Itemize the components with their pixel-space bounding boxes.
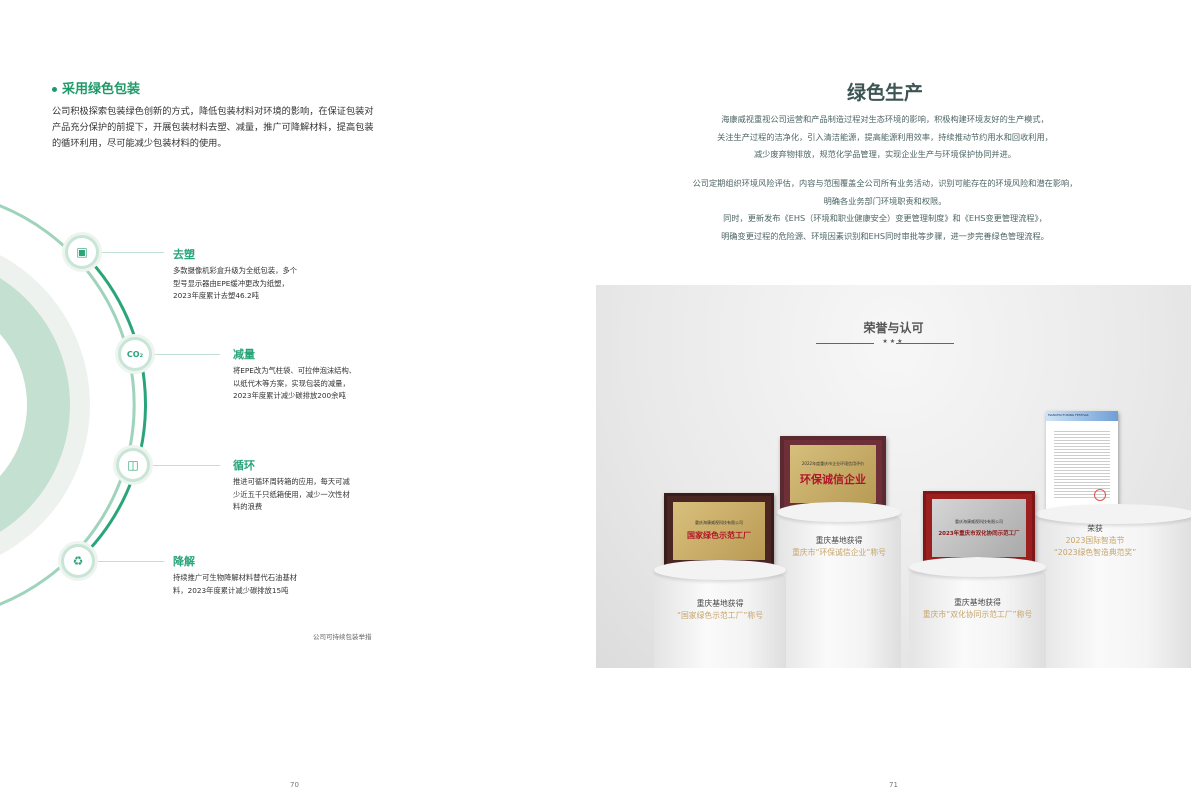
para-line: 海康威视重视公司运营和产品制造过程对生态环境的影响，积极构建环境友好的生产模式， bbox=[721, 114, 1049, 124]
item-reduce: 减量 将EPE改为气柱袋、可拉伸泡沫结构、以纸代木等方案，实现包装的减量，202… bbox=[233, 346, 358, 403]
award-line2: 2023国际智造节 bbox=[1065, 536, 1125, 545]
page-number-left: 70 bbox=[290, 781, 299, 789]
divider-left bbox=[816, 343, 874, 344]
outer-arc-dark bbox=[76, 250, 147, 563]
inner-white bbox=[0, 333, 27, 477]
item-title: 减量 bbox=[233, 348, 255, 361]
intro-paragraph: 公司积极探索包装绿色创新的方式，降低包装材料对环境的影响，在保证包装对产品充分保… bbox=[52, 106, 374, 149]
plaque-green-factory: 重庆海康威视科技有限公司 国家绿色示范工厂 bbox=[664, 493, 774, 569]
plaque-title: 2023年重庆市双化协同示范工厂 bbox=[938, 530, 1020, 537]
recycle-box-icon: ◫ bbox=[119, 451, 147, 479]
section-title-text: 采用绿色包装 bbox=[62, 82, 141, 97]
page-number-right: 71 bbox=[889, 781, 898, 789]
node-degrade: ♻ bbox=[58, 541, 98, 581]
award-label: 重庆基地获得重庆市“环保诚信企业”称号 bbox=[777, 535, 901, 559]
award-line1: 重庆基地获得 bbox=[815, 536, 863, 545]
award-line3: “2023绿色智造典范奖” bbox=[1053, 548, 1137, 557]
award-line1: 重庆基地获得 bbox=[696, 599, 744, 608]
node-reduce: CO₂ bbox=[115, 334, 155, 374]
para-line: 关注生产过程的洁净化，引入清洁能源，提高能源利用效率，持续推动节约用水和回收利用… bbox=[717, 131, 1053, 142]
item-title: 去塑 bbox=[173, 248, 195, 261]
item-text: 将EPE改为气柱袋、可拉伸泡沫结构、以纸代木等方案，实现包装的减量，2023年度… bbox=[233, 366, 357, 400]
plaque-org: 2022年度重庆市企业环境信用评价 bbox=[801, 460, 865, 466]
connector-line bbox=[98, 561, 164, 562]
para-line: 减少废弃物排放，规范化学品管理，实现企业生产与环境保护协同并进。 bbox=[753, 149, 1016, 159]
award-label: 荣获 2023国际智造节 “2023绿色智造典范奖” bbox=[1015, 523, 1175, 559]
award-label: 重庆基地获得 “国家绿色示范工厂”称号 bbox=[654, 598, 786, 622]
para-line: 明确变更过程的危险源、环境因素识别和EHS同时审批等步骤，进一步完善绿色管理流程… bbox=[721, 230, 1049, 241]
certificate-seal bbox=[1094, 489, 1106, 501]
recycle-icon: ♻ bbox=[64, 547, 92, 575]
award-line1: 荣获 bbox=[1087, 524, 1103, 533]
connector-line bbox=[153, 465, 220, 466]
award-line1: 重庆基地获得 bbox=[954, 598, 1001, 607]
paragraph-2: 公司定期组织环境风险评估，内容与范围覆盖全公司所有业务活动，识别可能存在的环境风… bbox=[620, 175, 1150, 245]
bullet-dot bbox=[52, 87, 57, 92]
para-line: 公司定期组织环境风险评估，内容与范围覆盖全公司所有业务活动，识别可能存在的环境风… bbox=[692, 178, 1078, 188]
podium-4: 荣获 2023国际智造节 “2023绿色智造典范奖” bbox=[1035, 504, 1191, 668]
item-title: 降解 bbox=[173, 555, 195, 568]
honors-photo: 荣誉与认可 ★★★ 2022年度重庆市企业环境信用评价 环保诚信企业 MANUF… bbox=[596, 285, 1191, 668]
award-label: 重庆基地获得重庆市“双化协同示范工厂”称号 bbox=[909, 597, 1046, 621]
item-text: 多款摄像机彩盒升级为全纸包装，多个型号显示器由EPE缓冲更改为纸塑，2023年度… bbox=[173, 266, 298, 300]
divider-right bbox=[896, 343, 954, 344]
stars-ornament: ★★★ bbox=[882, 338, 905, 345]
plaque-title: 环保诚信企业 bbox=[799, 472, 866, 486]
para-line: 明确各业务部门环境职责和权限。 bbox=[823, 195, 947, 206]
para-line: 同时，更新发布《EHS（环境和职业健康安全）变更管理制度》和《EHS变更管理流程… bbox=[723, 213, 1047, 223]
plaque-title: 国家绿色示范工厂 bbox=[686, 531, 751, 541]
award-line2: “国家绿色示范工厂”称号 bbox=[676, 611, 764, 620]
node-recycle-box: ◫ bbox=[113, 445, 153, 485]
podium-2: 重庆基地获得重庆市“环保诚信企业”称号 bbox=[777, 502, 901, 668]
item-text: 推进可循环周转箱的应用，每天可减少近五千只纸箱使用，减少一次性材料的浪费 bbox=[233, 477, 350, 511]
connector-line bbox=[102, 252, 164, 253]
item-degrade: 降解 持续推广可生物降解材料替代石油基材料，2023年度累计减少碳排放15吨 bbox=[173, 553, 301, 597]
plaque-org: 重庆海康威视科技有限公司 bbox=[694, 520, 743, 526]
item-text: 持续推广可生物降解材料替代石油基材料，2023年度累计减少碳排放15吨 bbox=[173, 573, 298, 595]
section-title: 采用绿色包装 bbox=[52, 78, 140, 97]
item-title: 循环 bbox=[233, 459, 255, 472]
green-ring bbox=[0, 278, 70, 532]
connector-line bbox=[155, 354, 220, 355]
item-recycle: 循环 推进可循环周转箱的应用，每天可减少近五千只纸箱使用，减少一次性材料的浪费 bbox=[233, 457, 353, 514]
podium-1: 重庆基地获得 “国家绿色示范工厂”称号 bbox=[654, 560, 786, 668]
plaque-eco-credit: 2022年度重庆市企业环境信用评价 环保诚信企业 bbox=[780, 436, 886, 512]
node-remove-plastic: ▣ bbox=[62, 232, 102, 272]
plaque-org: 重庆海康威视科技有限公司 bbox=[954, 518, 1003, 524]
honors-title: 荣誉与认可 bbox=[863, 321, 924, 335]
award-line2: 重庆市“环保诚信企业”称号 bbox=[792, 548, 886, 557]
item-remove-plastic: 去塑 多款摄像机彩盒升级为全纸包装，多个型号显示器由EPE缓冲更改为纸塑，202… bbox=[173, 246, 298, 303]
certificate-manufacturing-festival: MANUFACTURING FESTIVAL bbox=[1046, 411, 1118, 511]
plaque-dual-synergy: 重庆海康威视科技有限公司 2023年重庆市双化协同示范工厂 bbox=[923, 491, 1035, 565]
paragraph-1: 海康威视重视公司运营和产品制造过程对生态环境的影响，积极构建环境友好的生产模式，… bbox=[620, 111, 1150, 164]
certificate-text bbox=[1054, 429, 1110, 499]
certificate-header: MANUFACTURING FESTIVAL bbox=[1046, 411, 1118, 421]
podium-3: 重庆基地获得重庆市“双化协同示范工厂”称号 bbox=[909, 557, 1046, 668]
figure-caption: 公司可持续包装举措 bbox=[313, 633, 372, 641]
arc-diagram bbox=[0, 204, 147, 606]
co2-cloud-icon: CO₂ bbox=[121, 340, 149, 368]
award-line2: 重庆市“双化协同示范工厂”称号 bbox=[922, 610, 1033, 619]
page-title: 绿色生产 bbox=[846, 82, 923, 104]
box-leaf-icon: ▣ bbox=[68, 238, 96, 266]
